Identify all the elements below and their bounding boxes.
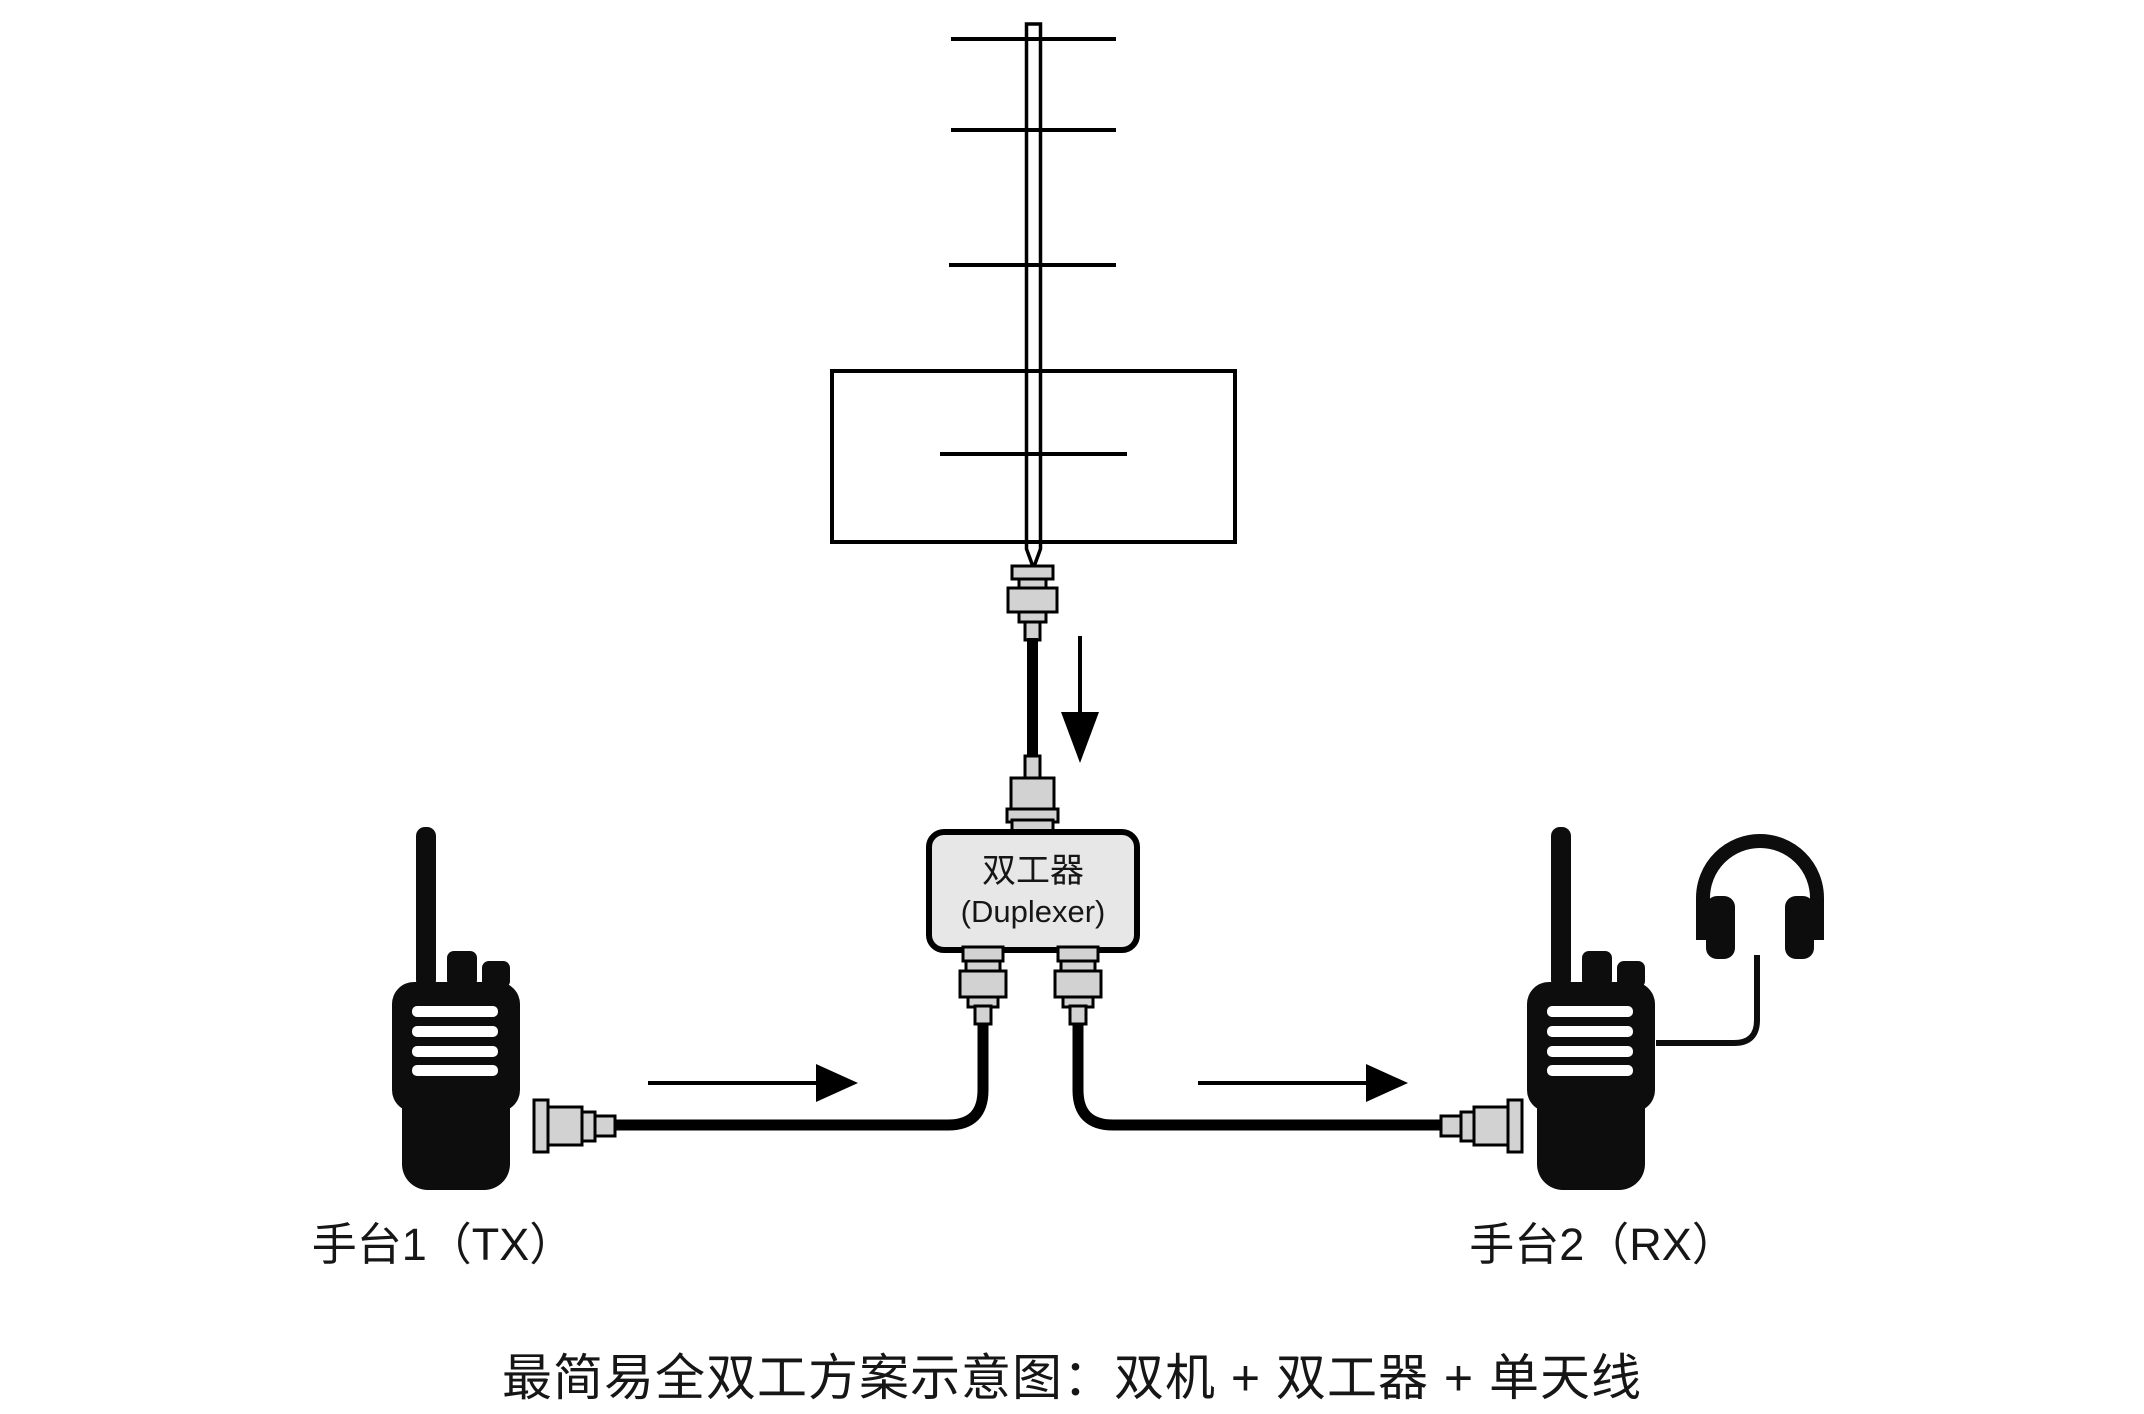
antenna-mast bbox=[1024, 22, 1043, 574]
antenna-balun-box bbox=[830, 369, 1237, 544]
handheld-radio-1-icon bbox=[392, 827, 520, 1190]
antenna-icon bbox=[830, 22, 1237, 574]
connector-segment bbox=[1006, 586, 1059, 614]
grille-bar bbox=[412, 1006, 498, 1017]
handheld-radio-2-icon bbox=[1527, 827, 1655, 1190]
duplexer-port-right bbox=[1053, 945, 1103, 1026]
radio2-label: 手台2（RX） bbox=[1469, 1219, 1737, 1270]
coax-cable-left bbox=[612, 1018, 989, 1131]
down-arrow-head bbox=[1061, 712, 1099, 763]
grille-bar bbox=[1547, 1046, 1633, 1057]
headphone-cord bbox=[1656, 955, 1760, 1046]
connector-segment bbox=[1459, 1110, 1476, 1143]
radio-knob bbox=[447, 951, 477, 987]
antenna-feedline bbox=[1005, 564, 1060, 824]
grille-bar bbox=[1547, 1026, 1633, 1037]
radio1-label: 手台1（TX） bbox=[311, 1219, 575, 1270]
radio-body-lower bbox=[402, 1048, 510, 1190]
headphone-earcup-right bbox=[1785, 896, 1814, 959]
bnc-connector-right bbox=[1439, 1098, 1524, 1154]
connector-segment bbox=[1023, 620, 1042, 642]
radio-speaker-grille bbox=[1547, 1006, 1633, 1076]
connector-segment bbox=[1023, 754, 1042, 780]
connector-segment bbox=[593, 1114, 617, 1138]
connector-segment bbox=[958, 969, 1008, 999]
connector-segment bbox=[580, 1110, 597, 1143]
flow-arrow-left bbox=[648, 1064, 858, 1102]
connector-segment bbox=[1472, 1105, 1510, 1147]
duplexer-body bbox=[926, 829, 1140, 953]
headphones-icon bbox=[1656, 834, 1824, 1046]
radio-knob bbox=[1582, 951, 1612, 987]
grille-bar bbox=[1547, 1065, 1633, 1076]
grille-bar bbox=[412, 1026, 498, 1037]
connector-segment bbox=[1439, 1114, 1463, 1138]
connector-segment bbox=[532, 1098, 550, 1154]
connector-segment bbox=[1053, 969, 1103, 999]
duplexer-label-en: (Duplexer) bbox=[960, 894, 1106, 930]
radio-body-lower bbox=[1537, 1048, 1645, 1190]
connector-segment bbox=[973, 1004, 993, 1026]
radio-knob bbox=[482, 961, 510, 988]
connector-segment bbox=[1506, 1098, 1524, 1154]
duplexer-label: 双工器 (Duplexer) bbox=[929, 832, 1137, 950]
radio-antenna bbox=[1551, 827, 1571, 989]
connector-segment bbox=[1068, 1004, 1088, 1026]
duplexer-label-cn: 双工器 bbox=[982, 852, 1084, 891]
radio-antenna bbox=[416, 827, 436, 989]
duplexer-box bbox=[926, 818, 1140, 1026]
connector-segment bbox=[546, 1105, 584, 1147]
radio-speaker-grille bbox=[412, 1006, 498, 1076]
flow-arrow-right bbox=[1198, 1064, 1408, 1102]
arrow-head bbox=[816, 1064, 858, 1102]
arrow-head bbox=[1366, 1064, 1408, 1102]
coax-cable-right bbox=[1072, 1018, 1448, 1131]
headphone-earcup-left bbox=[1706, 896, 1735, 959]
radio-knob bbox=[1617, 961, 1645, 988]
rf-connector-bottom bbox=[1005, 754, 1060, 824]
duplexer-port-left bbox=[958, 945, 1008, 1026]
diagram-caption: 最简易全双工方案示意图：双机 + 双工器 + 单天线 bbox=[502, 1350, 1642, 1406]
grille-bar bbox=[412, 1065, 498, 1076]
connector-segment bbox=[1010, 564, 1055, 581]
grille-bar bbox=[1547, 1006, 1633, 1017]
connector-segment bbox=[1009, 776, 1056, 811]
headphone-band bbox=[1696, 834, 1824, 940]
rf-connector-top bbox=[1006, 564, 1059, 642]
down-arrow-icon bbox=[1061, 636, 1099, 763]
grille-bar bbox=[412, 1046, 498, 1057]
bnc-connector-left bbox=[532, 1098, 617, 1154]
